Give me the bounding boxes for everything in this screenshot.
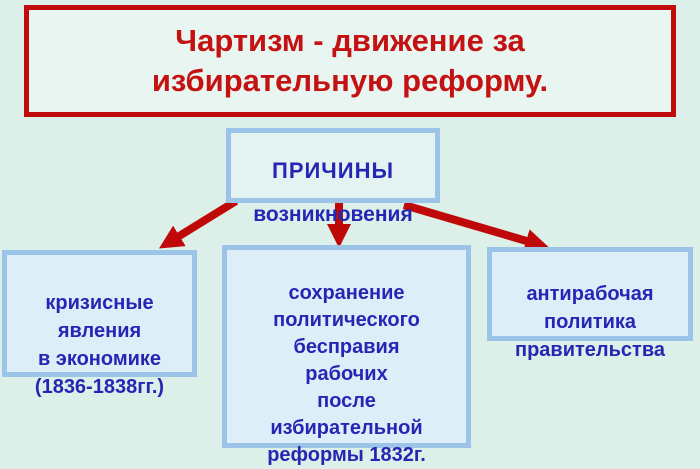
title-text: Чартизм - движение за избирательную рефо… xyxy=(151,23,549,98)
cause-text-anti-worker-policy: антирабочая политика правительства xyxy=(515,283,665,361)
cause-box-economic-crisis: кризисные явления в экономике (1836-1838… xyxy=(2,250,197,398)
cause-text-political-disenfranchisement: сохранение политического бесправия рабоч… xyxy=(267,282,426,466)
causes-header-box: ПРИЧИНЫ возникновения xyxy=(226,128,440,226)
cause-text-economic-crisis: кризисные явления в экономике (1836-1838… xyxy=(34,292,165,398)
causes-header-line1: ПРИЧИНЫ xyxy=(272,158,394,183)
cause-box-political-disenfranchisement: сохранение политического бесправия рабоч… xyxy=(222,245,471,466)
title-box: Чартизм - движение за избирательную рефо… xyxy=(24,5,676,117)
causes-header-line2: возникновения xyxy=(253,203,413,226)
cause-box-anti-worker-policy: антирабочая политика правительства xyxy=(487,247,693,361)
arrow-left-icon xyxy=(158,197,239,249)
